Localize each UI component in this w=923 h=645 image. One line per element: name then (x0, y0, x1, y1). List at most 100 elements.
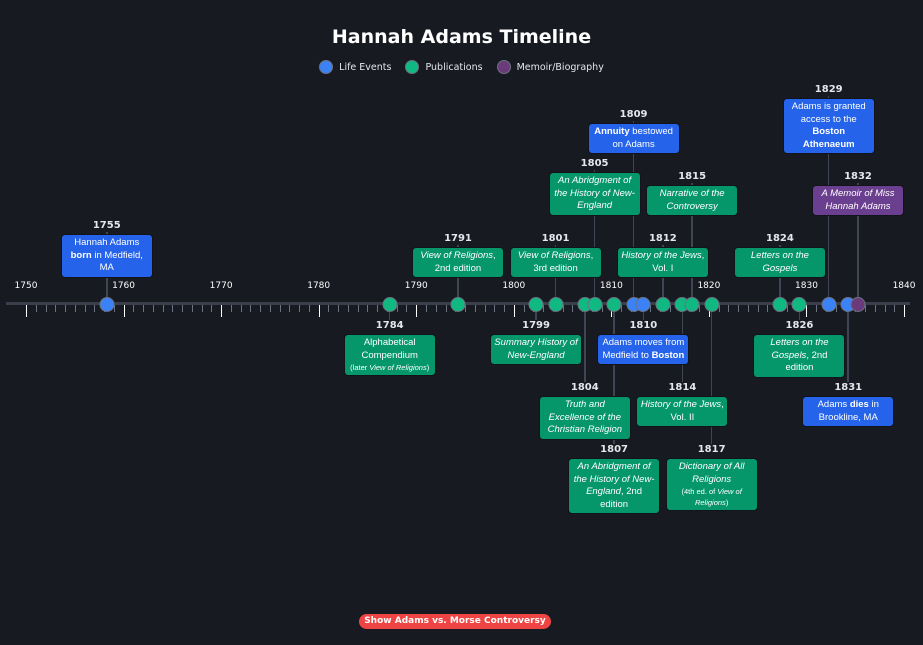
event-card-1815[interactable]: Narrative of the Controversy (646, 185, 739, 216)
legend-label: Publications (425, 61, 483, 73)
axis-tick (406, 305, 408, 312)
axis-tick (396, 305, 398, 312)
event-card-1755[interactable]: Hannah Adams born in Medfield, MA (60, 234, 153, 278)
event-marker-1829[interactable] (821, 297, 837, 312)
legend-swatch (496, 60, 511, 74)
event-marker-1805[interactable] (587, 297, 603, 312)
axis-tick (221, 305, 223, 317)
event-card-1784[interactable]: Alphabetical Compendium(later View of Re… (343, 334, 436, 376)
italic-title: Narrative of the Controversy (659, 188, 725, 212)
axis-tick (621, 305, 623, 312)
event-marker-1801[interactable] (548, 297, 564, 312)
italic-title: Letters on the Gospels (770, 337, 829, 361)
event-card-1814[interactable]: History of the Jews, Vol. II (636, 396, 729, 427)
event-connector (857, 183, 859, 302)
axis-label: 1830 (795, 281, 818, 291)
italic-title: Truth and Excellence of the Christian Re… (547, 399, 623, 435)
event-marker-1812[interactable] (655, 297, 671, 312)
axis-tick (816, 305, 818, 312)
axis-tick (289, 305, 291, 312)
axis-tick (738, 305, 740, 312)
event-card-1801[interactable]: View of Religions, 3rd edition (509, 247, 602, 278)
event-card-1831[interactable]: Adams dies in Brookline, MA (802, 396, 895, 427)
axis-tick (865, 305, 867, 312)
event-card-1807[interactable]: An Abridgment of the History of New-Engl… (568, 458, 661, 514)
event-marker-1755[interactable] (99, 297, 115, 312)
event-marker-1824[interactable] (772, 297, 788, 312)
axis-tick (172, 305, 174, 312)
event-text: in Brookline, MA (818, 399, 879, 423)
italic-title: Dictionary of All Religions (678, 461, 745, 485)
axis-tick (465, 305, 467, 312)
axis-tick (201, 305, 203, 312)
axis-tick (474, 305, 476, 312)
axis-label: 1800 (502, 281, 526, 291)
event-card-1824[interactable]: Letters on the Gospels (733, 247, 826, 278)
axis-tick (55, 305, 57, 312)
event-marker-1799[interactable] (528, 297, 544, 312)
event-card-1805[interactable]: An Abridgment of the History of New-Engl… (548, 172, 641, 216)
event-card-1804[interactable]: Truth and Excellence of the Christian Re… (538, 396, 631, 440)
event-note: (4th ed. of View of Religions) (669, 486, 755, 508)
event-year: 1810 (629, 320, 658, 331)
axis-tick (191, 305, 193, 312)
event-marker-1817[interactable] (704, 297, 720, 312)
axis-tick (572, 305, 574, 312)
event-marker-1807[interactable] (606, 297, 622, 312)
event-year: 1804 (570, 382, 599, 393)
event-year: 1814 (668, 382, 697, 393)
legend-item-life: Life Events (319, 60, 391, 74)
event-connector (691, 183, 693, 302)
page-title: Hannah Adams Timeline (331, 26, 592, 48)
event-year: 1801 (541, 233, 570, 244)
event-card-1817[interactable]: Dictionary of All Religions(4th ed. of V… (665, 458, 758, 511)
axis-tick (884, 305, 886, 312)
event-marker-1832[interactable] (850, 297, 866, 312)
axis-label: 1770 (209, 281, 233, 291)
axis-tick (377, 305, 379, 312)
event-text: Adams moves from Medfield to (602, 337, 685, 361)
axis-tick (84, 305, 86, 312)
axis-tick (338, 305, 340, 312)
italic-title: View of Religions (517, 250, 591, 261)
event-marker-1815[interactable] (684, 297, 700, 312)
event-marker-1784[interactable] (382, 297, 398, 312)
event-card-1812[interactable]: History of the Jews, Vol. I (616, 247, 709, 278)
axis-tick (494, 305, 496, 312)
legend-label: Memoir/Biography (516, 61, 604, 73)
event-marker-1810[interactable] (635, 297, 651, 312)
axis-tick (65, 305, 67, 312)
event-card-1829[interactable]: Adams is granted access to the Boston At… (782, 98, 875, 154)
axis-tick (894, 305, 896, 312)
show-controversy-button[interactable]: Show Adams vs. Morse Controversy (359, 614, 551, 629)
event-text: in Medfield, MA (91, 249, 143, 274)
event-connector (584, 308, 586, 382)
event-marker-1826[interactable] (791, 297, 807, 312)
axis-tick (445, 305, 447, 312)
event-card-1809[interactable]: Annuity bestowed on Adams (587, 123, 680, 154)
event-year: 1832 (844, 171, 872, 182)
event-card-1826[interactable]: Letters on the Gospels, 2nd edition (753, 334, 846, 378)
event-text: bestowed on Adams (612, 126, 673, 150)
axis-tick (162, 305, 164, 312)
axis-tick (835, 305, 837, 312)
axis-tick (230, 305, 232, 312)
event-text: , 2nd edition (785, 349, 828, 374)
event-card-1832[interactable]: A Memoir of Miss Hannah Adams (811, 185, 904, 216)
axis-label: 1840 (892, 281, 916, 291)
event-year: 1807 (600, 444, 628, 455)
event-text: Hannah Adams (74, 237, 140, 248)
event-connector (847, 308, 849, 382)
event-card-1791[interactable]: View of Religions, 2nd edition (411, 247, 504, 278)
axis-tick (435, 305, 437, 312)
axis-tick (425, 305, 427, 312)
event-year: 1805 (580, 158, 609, 169)
bold-text: Annuity (594, 126, 630, 137)
event-card-1810[interactable]: Adams moves from Medfield to Boston (597, 334, 690, 365)
italic-title: Letters on the Gospels (750, 250, 809, 274)
event-card-1799[interactable]: Summary History of New-England (490, 334, 583, 365)
event-marker-1791[interactable] (450, 297, 466, 312)
axis-tick (718, 305, 720, 312)
axis-tick (260, 305, 262, 312)
bold-text: Boston (651, 349, 685, 361)
